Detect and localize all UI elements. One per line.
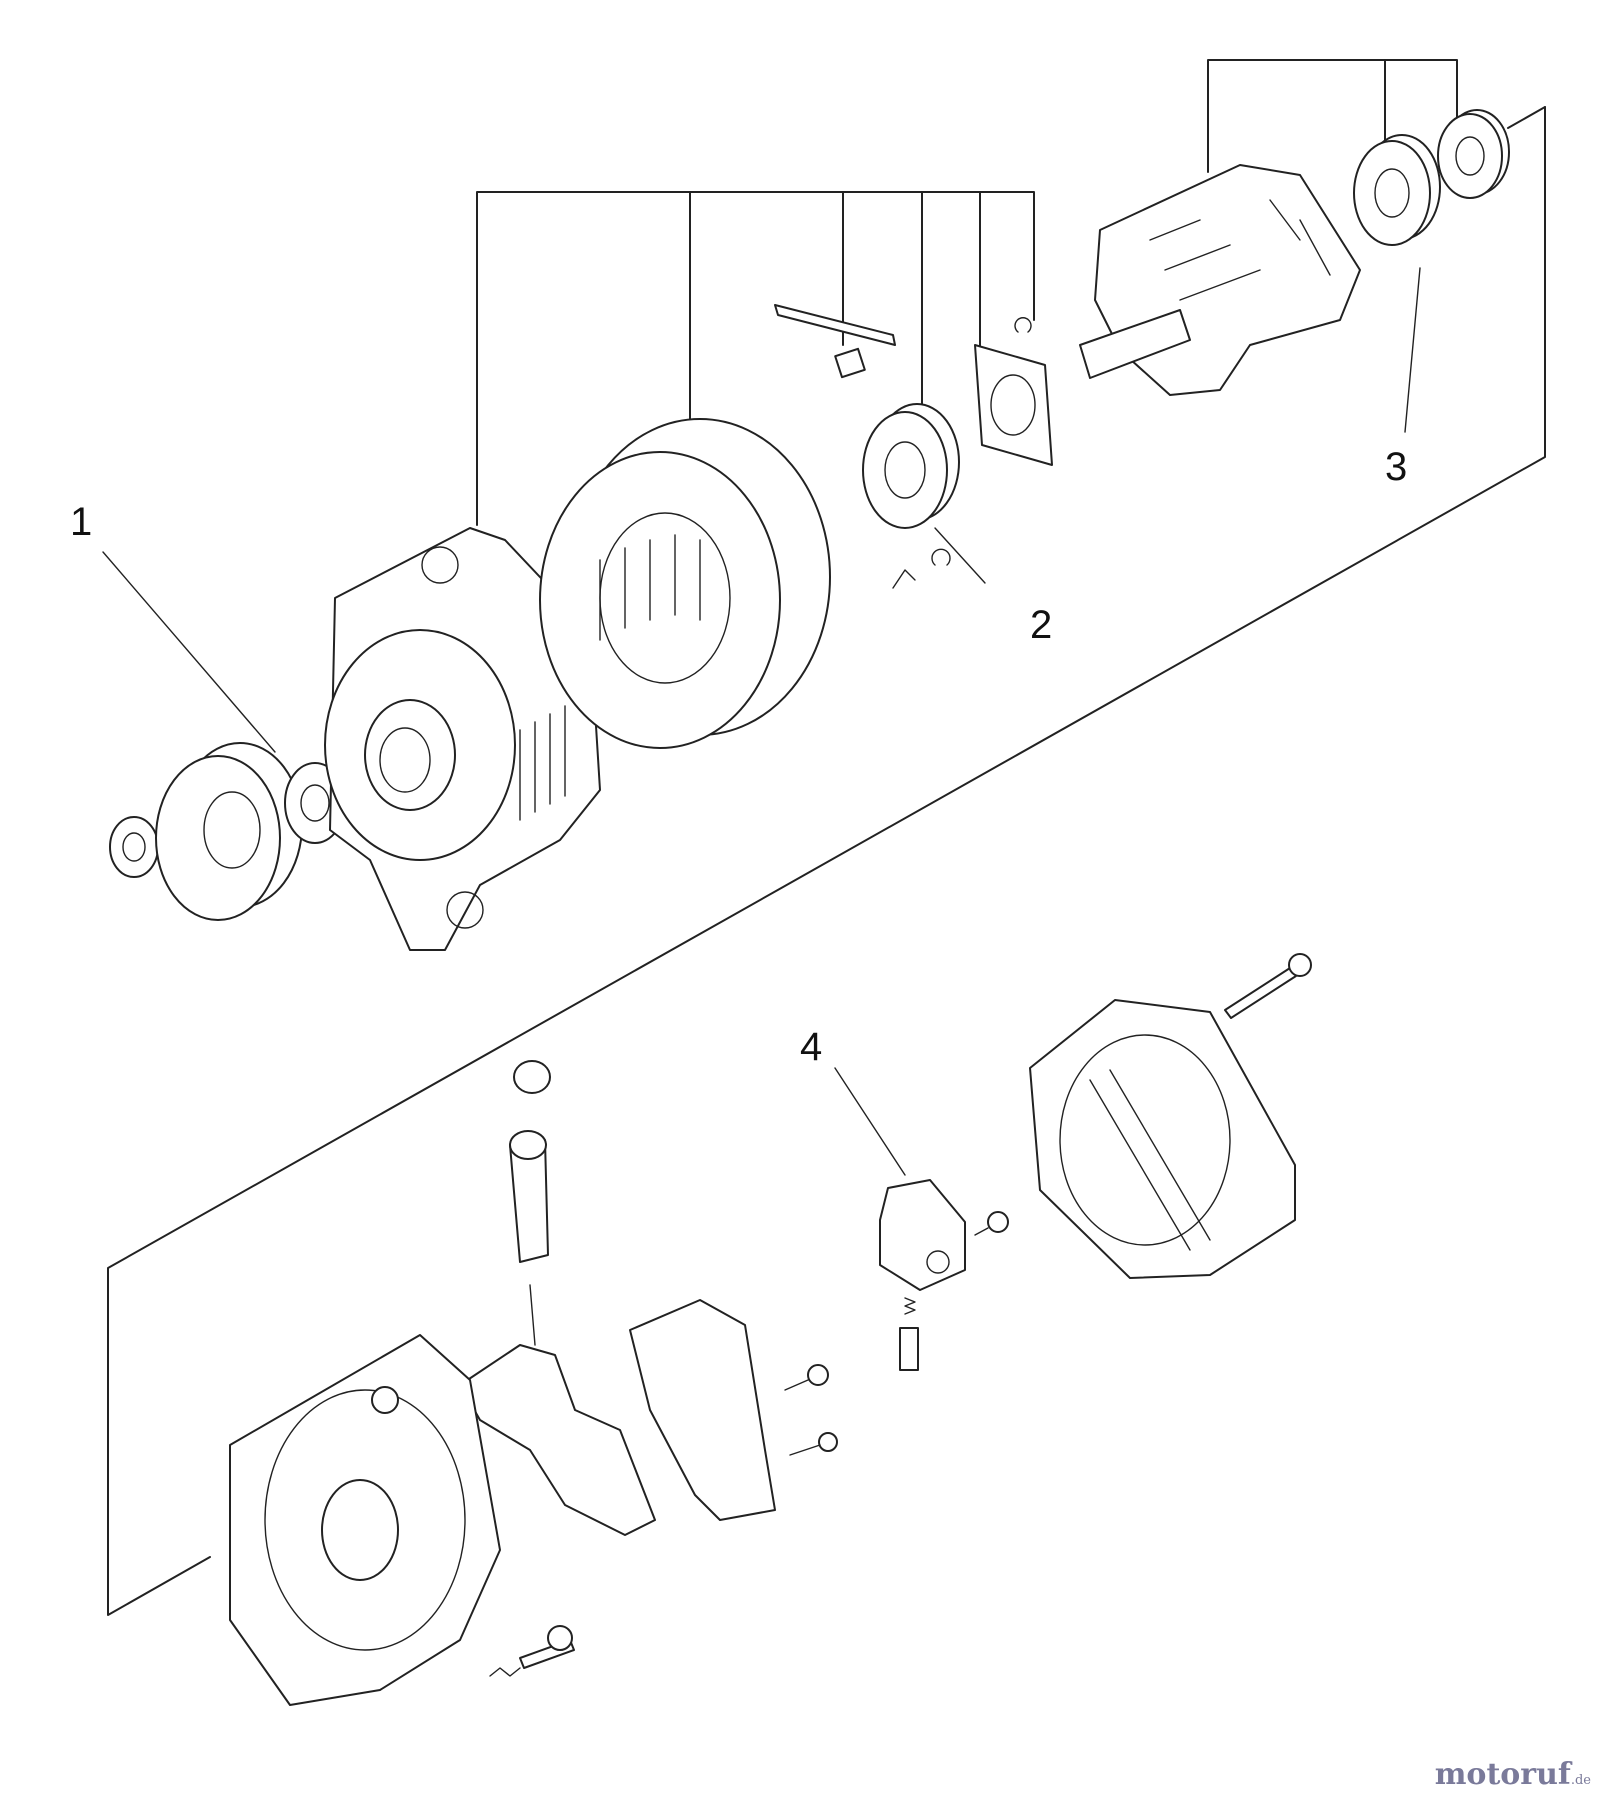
stator: [539, 418, 831, 749]
small-clip: [1014, 317, 1032, 333]
assembly-frame: [102, 59, 1546, 1616]
rectifier: [459, 1284, 656, 1536]
regulator-screws: [784, 1364, 838, 1456]
brush-holder-screw: [974, 1211, 1009, 1236]
watermark-logo: motoruf.de: [1435, 1757, 1591, 1792]
leader-4: [834, 1067, 906, 1176]
leader-3: [1404, 267, 1421, 433]
rotor: [1079, 164, 1361, 396]
end-frame-bolt: [371, 1386, 575, 1677]
rear-bearing-small: [1437, 109, 1510, 199]
stator-group-bracket: [476, 191, 1035, 526]
front-bearing: [862, 403, 960, 529]
drive-end-frame: [324, 527, 601, 951]
pulley-nut: [109, 816, 159, 878]
callout-3: 3: [1385, 445, 1407, 489]
retainer-plate: [974, 344, 1053, 466]
terminal-insulator: [509, 1060, 551, 1263]
watermark-text: motoruf: [1434, 1757, 1571, 1792]
callout-2: 2: [1030, 603, 1052, 647]
pulley: [155, 742, 303, 921]
callout-1: 1: [70, 500, 92, 544]
terminal-bolt: [774, 304, 896, 379]
frame-outline: [107, 106, 1546, 1616]
rectifier-end-frame: [229, 1334, 501, 1706]
leader-2: [934, 527, 986, 584]
rotor-group-bracket: [1207, 59, 1458, 173]
rear-bearing-large: [1353, 134, 1441, 246]
brush-holder: [879, 1179, 966, 1291]
ic-regulator: [629, 1299, 776, 1521]
through-bolt: [1224, 953, 1312, 1019]
rear-cover: [1029, 999, 1296, 1279]
stator-pins: [892, 548, 951, 589]
frame-top-tick: [1507, 106, 1546, 129]
leader-1: [102, 551, 276, 753]
callout-4: 4: [800, 1025, 822, 1069]
watermark-suffix: .de: [1570, 1773, 1591, 1788]
brush-spring: [899, 1297, 919, 1371]
